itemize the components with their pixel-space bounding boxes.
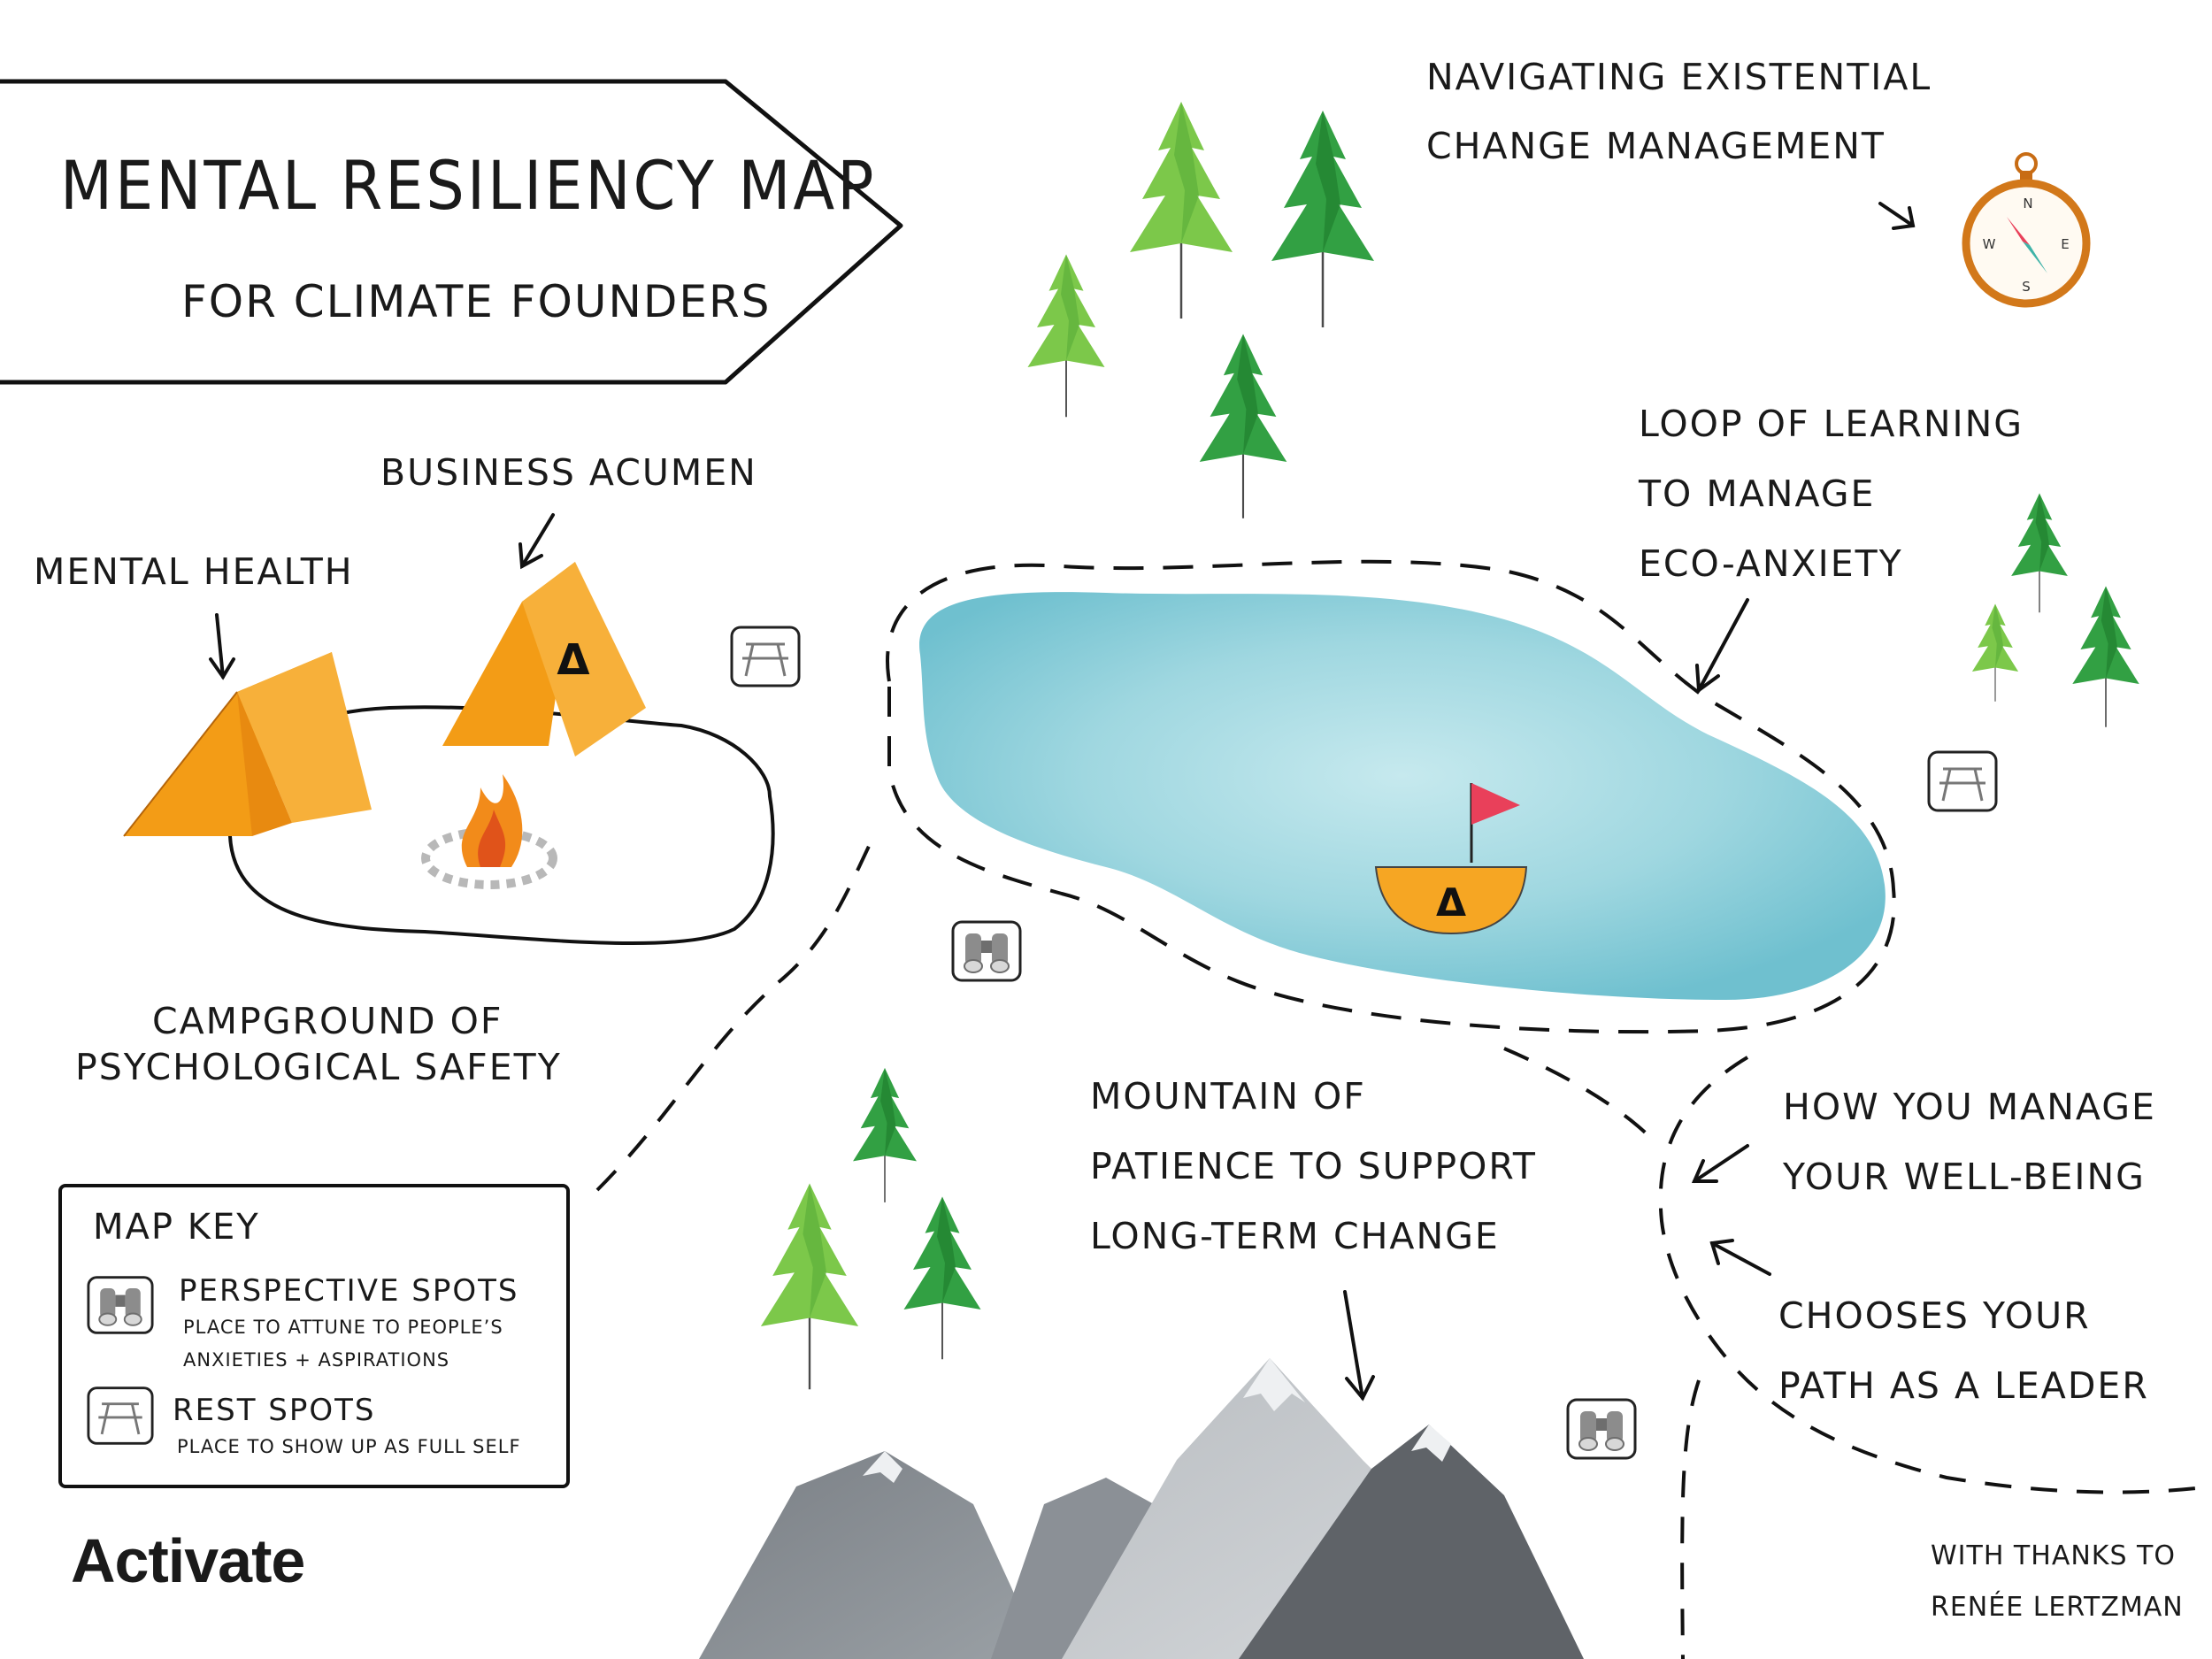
binoculars-icon — [1566, 1398, 1637, 1460]
campfire-icon — [421, 774, 557, 889]
pine-tree-icon — [2071, 585, 2140, 728]
svg-text:N: N — [2023, 196, 2032, 211]
activate-logo: Activate — [71, 1526, 305, 1595]
learning-loop-trail — [886, 559, 1896, 1034]
boat-icon: Δ — [1374, 783, 1528, 935]
arrow-business — [518, 513, 555, 570]
label-wellbeing-2: YOUR WELL-BEING — [1783, 1156, 2146, 1198]
label-wellbeing-1: HOW YOU MANAGE — [1783, 1086, 2156, 1128]
map-key-perspective-title: PERSPECTIVE SPOTS — [179, 1273, 519, 1309]
pine-tree-icon — [759, 1182, 860, 1391]
pine-tree-icon — [1270, 109, 1376, 329]
label-thanks-2: RENÉE LERTZMAN — [1931, 1592, 2184, 1623]
label-mental-health: MENTAL HEALTH — [34, 550, 354, 593]
arrow-existential — [1878, 202, 1916, 230]
arrow-mental-health — [209, 613, 235, 680]
pine-tree-icon — [1026, 253, 1106, 419]
label-existential-1: NAVIGATING EXISTENTIAL — [1426, 56, 1932, 98]
map-key-title: MAP KEY — [93, 1207, 260, 1248]
arrow-mountain — [1343, 1290, 1375, 1402]
arrow-wellbeing — [1691, 1144, 1749, 1183]
label-campground-2: PSYCHOLOGICAL SAFETY — [75, 1046, 562, 1088]
tree-cluster-right — [1971, 492, 2140, 728]
svg-text:W: W — [1983, 236, 1996, 252]
pine-tree-icon — [852, 1067, 918, 1203]
label-mountain-1: MOUNTAIN OF — [1090, 1075, 1366, 1118]
arrow-path — [1709, 1239, 1771, 1276]
label-campground-1: CAMPGROUND OF — [152, 1000, 503, 1042]
tree-cluster-bottom — [759, 1067, 982, 1391]
pine-tree-icon — [1971, 603, 2019, 703]
pine-tree-icon — [2010, 492, 2069, 613]
label-mountain-2: PATIENCE TO SUPPORT — [1090, 1145, 1537, 1187]
picnic-table-icon — [1927, 750, 1998, 812]
title-sign — [0, 79, 903, 385]
trail-campground — [595, 831, 878, 1192]
lake-shape — [919, 592, 1886, 1000]
label-mountain-3: LONG-TERM CHANGE — [1090, 1215, 1500, 1257]
label-path-1: CHOOSES YOUR — [1778, 1294, 2091, 1337]
map-subtitle: FOR CLIMATE FOUNDERS — [181, 276, 772, 327]
pine-tree-icon — [902, 1195, 982, 1361]
tree-cluster-top — [1026, 100, 1376, 519]
label-thanks-1: WITH THANKS TO — [1931, 1540, 2176, 1571]
picnic-table-icon — [730, 626, 801, 687]
svg-text:Δ: Δ — [1436, 880, 1466, 926]
label-existential-2: CHANGE MANAGEMENT — [1426, 125, 1886, 167]
map-title: MENTAL RESILIENCY MAP — [60, 146, 877, 225]
label-loop-2: TO MANAGE — [1639, 472, 1876, 515]
svg-text:Δ: Δ — [557, 635, 589, 685]
map-key-rest-desc: PLACE TO SHOW UP AS FULL SELF — [177, 1436, 521, 1457]
pine-tree-icon — [1198, 333, 1288, 519]
label-path-2: PATH AS A LEADER — [1778, 1364, 2149, 1407]
trail-junction — [1658, 1056, 2212, 1494]
map-key-perspective-desc-2: ANXIETIES + ASPIRATIONS — [183, 1349, 450, 1371]
binoculars-icon — [87, 1276, 154, 1334]
tent-icon: Δ — [442, 562, 646, 757]
map-key-rest-title: REST SPOTS — [173, 1393, 376, 1428]
compass-icon: N E S W — [1962, 152, 2091, 308]
trail-down — [1680, 1379, 1701, 1659]
svg-text:S: S — [2022, 279, 2031, 295]
mountain-icon — [699, 1358, 1584, 1659]
svg-text:E: E — [2061, 236, 2069, 252]
binoculars-icon — [951, 920, 1022, 982]
map-key-perspective-desc-1: PLACE TO ATTUNE TO PEOPLE’S — [183, 1317, 503, 1338]
pine-tree-icon — [1128, 100, 1234, 320]
tent-icon — [123, 652, 372, 837]
label-loop-3: ECO-ANXIETY — [1639, 542, 1903, 585]
campground-enclosure — [227, 705, 775, 946]
arrow-loop — [1695, 598, 1749, 694]
picnic-table-icon — [87, 1386, 154, 1445]
map-key-box — [58, 1184, 570, 1488]
label-business-acumen: BUSINESS ACUMEN — [380, 451, 757, 494]
trail-right-top — [1503, 1047, 1656, 1143]
label-loop-1: LOOP OF LEARNING — [1639, 403, 2024, 445]
